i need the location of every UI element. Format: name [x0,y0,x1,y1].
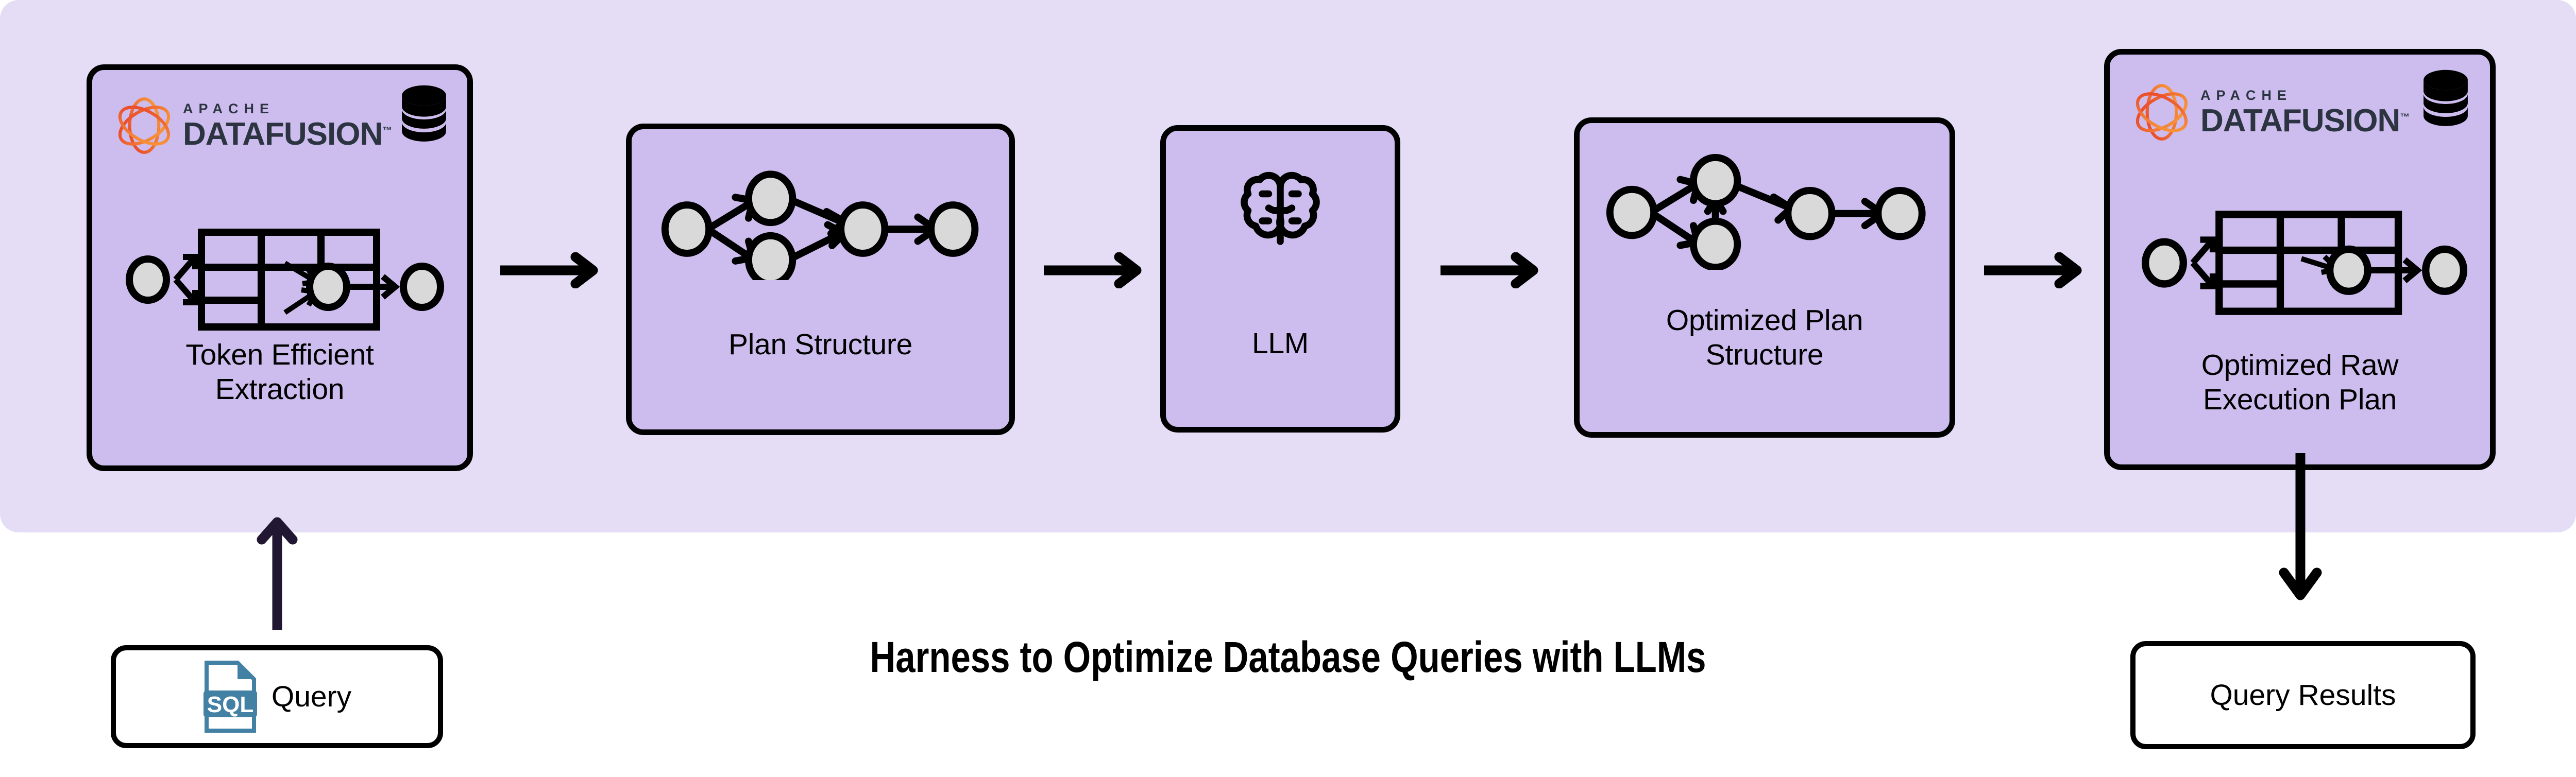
database-cylinder-icon [402,85,446,142]
stage-optimized-plan-structure[interactable]: Optimized Plan Structure [1574,117,1955,438]
arrow-stage3-to-stage4 [1437,252,1546,288]
arrow-stage2-to-stage3 [1041,252,1149,288]
plan-table-graph-icon [2142,211,2468,315]
stage-llm[interactable]: LLM [1160,125,1400,433]
query-results-label: Query Results [2210,679,2396,712]
plan-graph-icon [661,170,979,280]
stage-caption: Optimized Raw Execution Plan [2201,349,2399,417]
query-results-box[interactable]: Query Results [2130,641,2476,749]
brain-icon [1241,171,1320,245]
optimized-plan-graph-icon [1606,154,1926,270]
logo-product-text: DATAFUSION™ [183,116,392,152]
arrow-query-to-pipeline [251,510,303,633]
logo-product-text: DATAFUSION™ [2200,102,2410,139]
database-cylinder-icon [2424,70,2468,126]
stage-token-efficient-extraction[interactable]: APACHE DATAFUSION™ [87,64,473,471]
stage-caption: Optimized Plan Structure [1666,304,1863,372]
arrow-stage1-to-stage2 [497,252,605,288]
logo-apache-text: APACHE [183,100,275,116]
logo-tm-mark: ™ [382,125,392,136]
query-input-label: Query [271,680,352,713]
page-title: Harness to Optimize Database Queries wit… [870,633,1706,681]
arrow-pipeline-to-results [2275,453,2326,608]
logo-apache-text: APACHE [2200,87,2293,103]
apache-datafusion-logo: APACHE DATAFUSION™ [114,92,392,160]
logo-product-word: DATAFUSION [2200,102,2400,139]
datafusion-atom-icon [2136,84,2188,141]
arrow-stage4-to-stage5 [1981,252,2089,288]
datafusion-atom-icon [118,97,171,154]
logo-product-word: DATAFUSION [183,116,383,152]
query-input-box[interactable]: SQL Query [111,645,443,748]
plan-table-graph-icon [126,229,444,331]
stage-caption: LLM [1252,327,1309,360]
apache-datafusion-logo: APACHE DATAFUSION™ [2131,78,2410,146]
stage-caption: Plan Structure [728,328,912,361]
logo-tm-mark: ™ [2400,111,2410,123]
svg-text:SQL: SQL [207,692,253,717]
sql-file-icon: SQL [203,661,257,733]
stage-plan-structure[interactable]: Plan Structure [626,124,1015,435]
stage-caption: Token Efficient Extraction [185,338,374,406]
stage-optimized-raw-execution-plan[interactable]: APACHE DATAFUSION™ [2104,49,2496,470]
